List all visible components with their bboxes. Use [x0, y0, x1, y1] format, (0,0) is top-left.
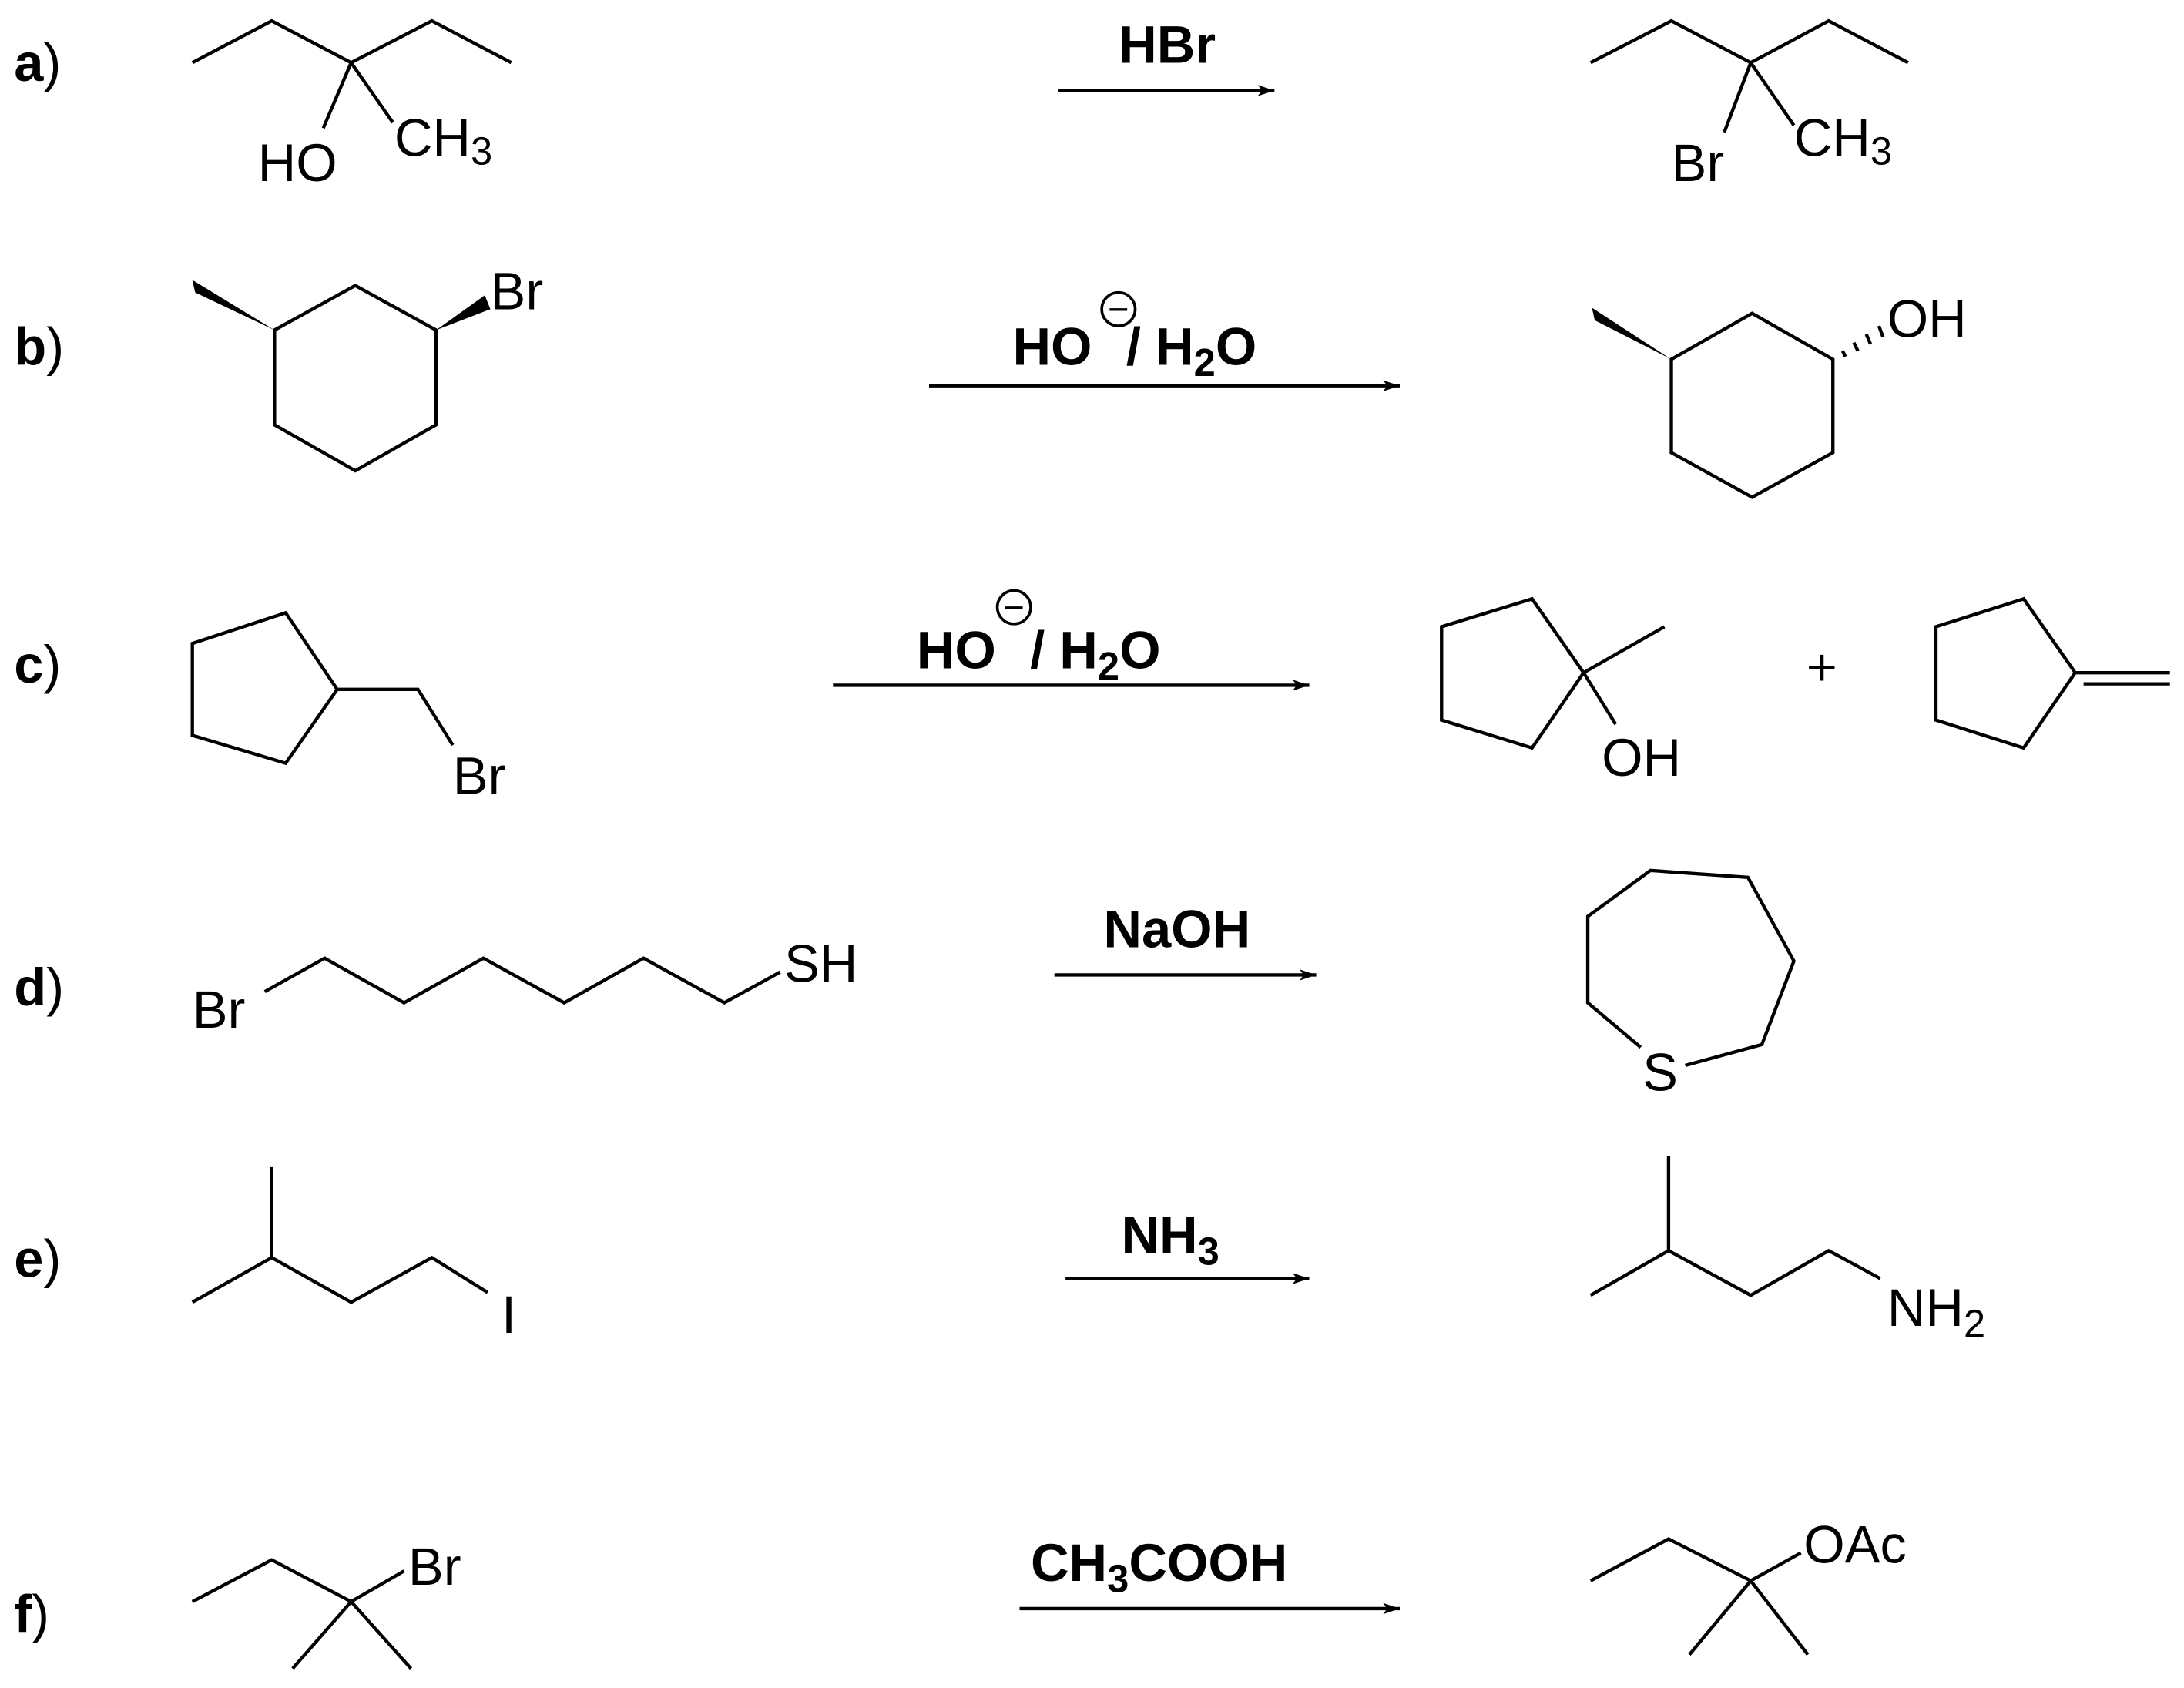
product-c1-structure — [1440, 596, 1666, 750]
reagent-f: CH3COOH — [1031, 1533, 1287, 1600]
product-e-structure — [1589, 1156, 1881, 1297]
reactant-c-structure — [190, 610, 455, 766]
product-a-structure — [1589, 18, 1909, 133]
wedge-bond — [1592, 307, 1672, 360]
reactant-d-chain — [263, 956, 781, 1005]
reagent-c: HO / H2O — [917, 621, 1161, 688]
reaction-a: HO CH3 HBr Br CH3 — [191, 15, 1909, 193]
reactant-f-br: Br — [408, 1537, 461, 1596]
reagent-d: NaOH — [1103, 899, 1250, 958]
reaction-d: Br SH NaOH S — [193, 868, 1796, 1102]
label-a: a) — [14, 33, 61, 92]
label-d: d) — [14, 958, 64, 1017]
product-b-oh: OH — [1887, 289, 1967, 348]
label-c: c) — [14, 635, 61, 694]
reactant-e-i: I — [502, 1285, 516, 1344]
label-f: f) — [14, 1585, 49, 1644]
product-a-br: Br — [1672, 133, 1725, 193]
reactant-a-ch3: CH3 — [394, 108, 492, 173]
product-a-ch3: CH3 — [1794, 108, 1892, 173]
plus-sign: + — [1807, 637, 1837, 696]
reactant-b-br: Br — [491, 261, 544, 320]
negative-charge-icon — [1100, 290, 1137, 327]
product-b-ring — [1669, 311, 1835, 499]
reactant-a-structure — [191, 18, 512, 129]
reactant-d-br: Br — [193, 980, 246, 1039]
product-f-oac: OAc — [1803, 1515, 1907, 1574]
reaction-f: Br CH3COOH OAc — [191, 1515, 1907, 1670]
product-d-s: S — [1642, 1042, 1678, 1102]
product-f-structure — [1589, 1537, 1810, 1656]
label-b: b) — [14, 317, 64, 377]
reagent-b: HO / H2O — [1012, 317, 1256, 384]
reagent-a: HBr — [1119, 15, 1216, 74]
svg-text:−: − — [1108, 289, 1129, 330]
reactant-c-br: Br — [453, 746, 506, 805]
product-d-ring — [1585, 868, 1796, 1068]
wedge-bond — [436, 295, 491, 331]
reaction-c: Br HO / H2O − OH + — [190, 586, 2170, 805]
svg-text:−: − — [1004, 586, 1025, 627]
reaction-e: I NH3 NH2 — [191, 1156, 1985, 1345]
reactant-d-sh: SH — [784, 934, 857, 993]
reaction-labels: a) b) c) d) e) f) — [14, 33, 64, 1644]
reactant-e-structure — [191, 1166, 489, 1304]
product-c1-oh: OH — [1602, 728, 1681, 787]
reagent-e: NH3 — [1121, 1206, 1219, 1273]
product-c2-structure — [1934, 596, 2170, 750]
reactant-f-structure — [191, 1558, 413, 1670]
reaction-b: Br HO / H2O − OH — [192, 261, 1967, 499]
negative-charge-icon — [995, 589, 1032, 626]
product-e-nh2: NH2 — [1887, 1278, 1985, 1345]
reactant-b-ring — [273, 284, 438, 473]
label-e: e) — [14, 1230, 61, 1289]
reactant-a-ho: HO — [258, 133, 337, 193]
wedge-bond — [192, 280, 275, 331]
hashed-bond — [1840, 325, 1885, 357]
